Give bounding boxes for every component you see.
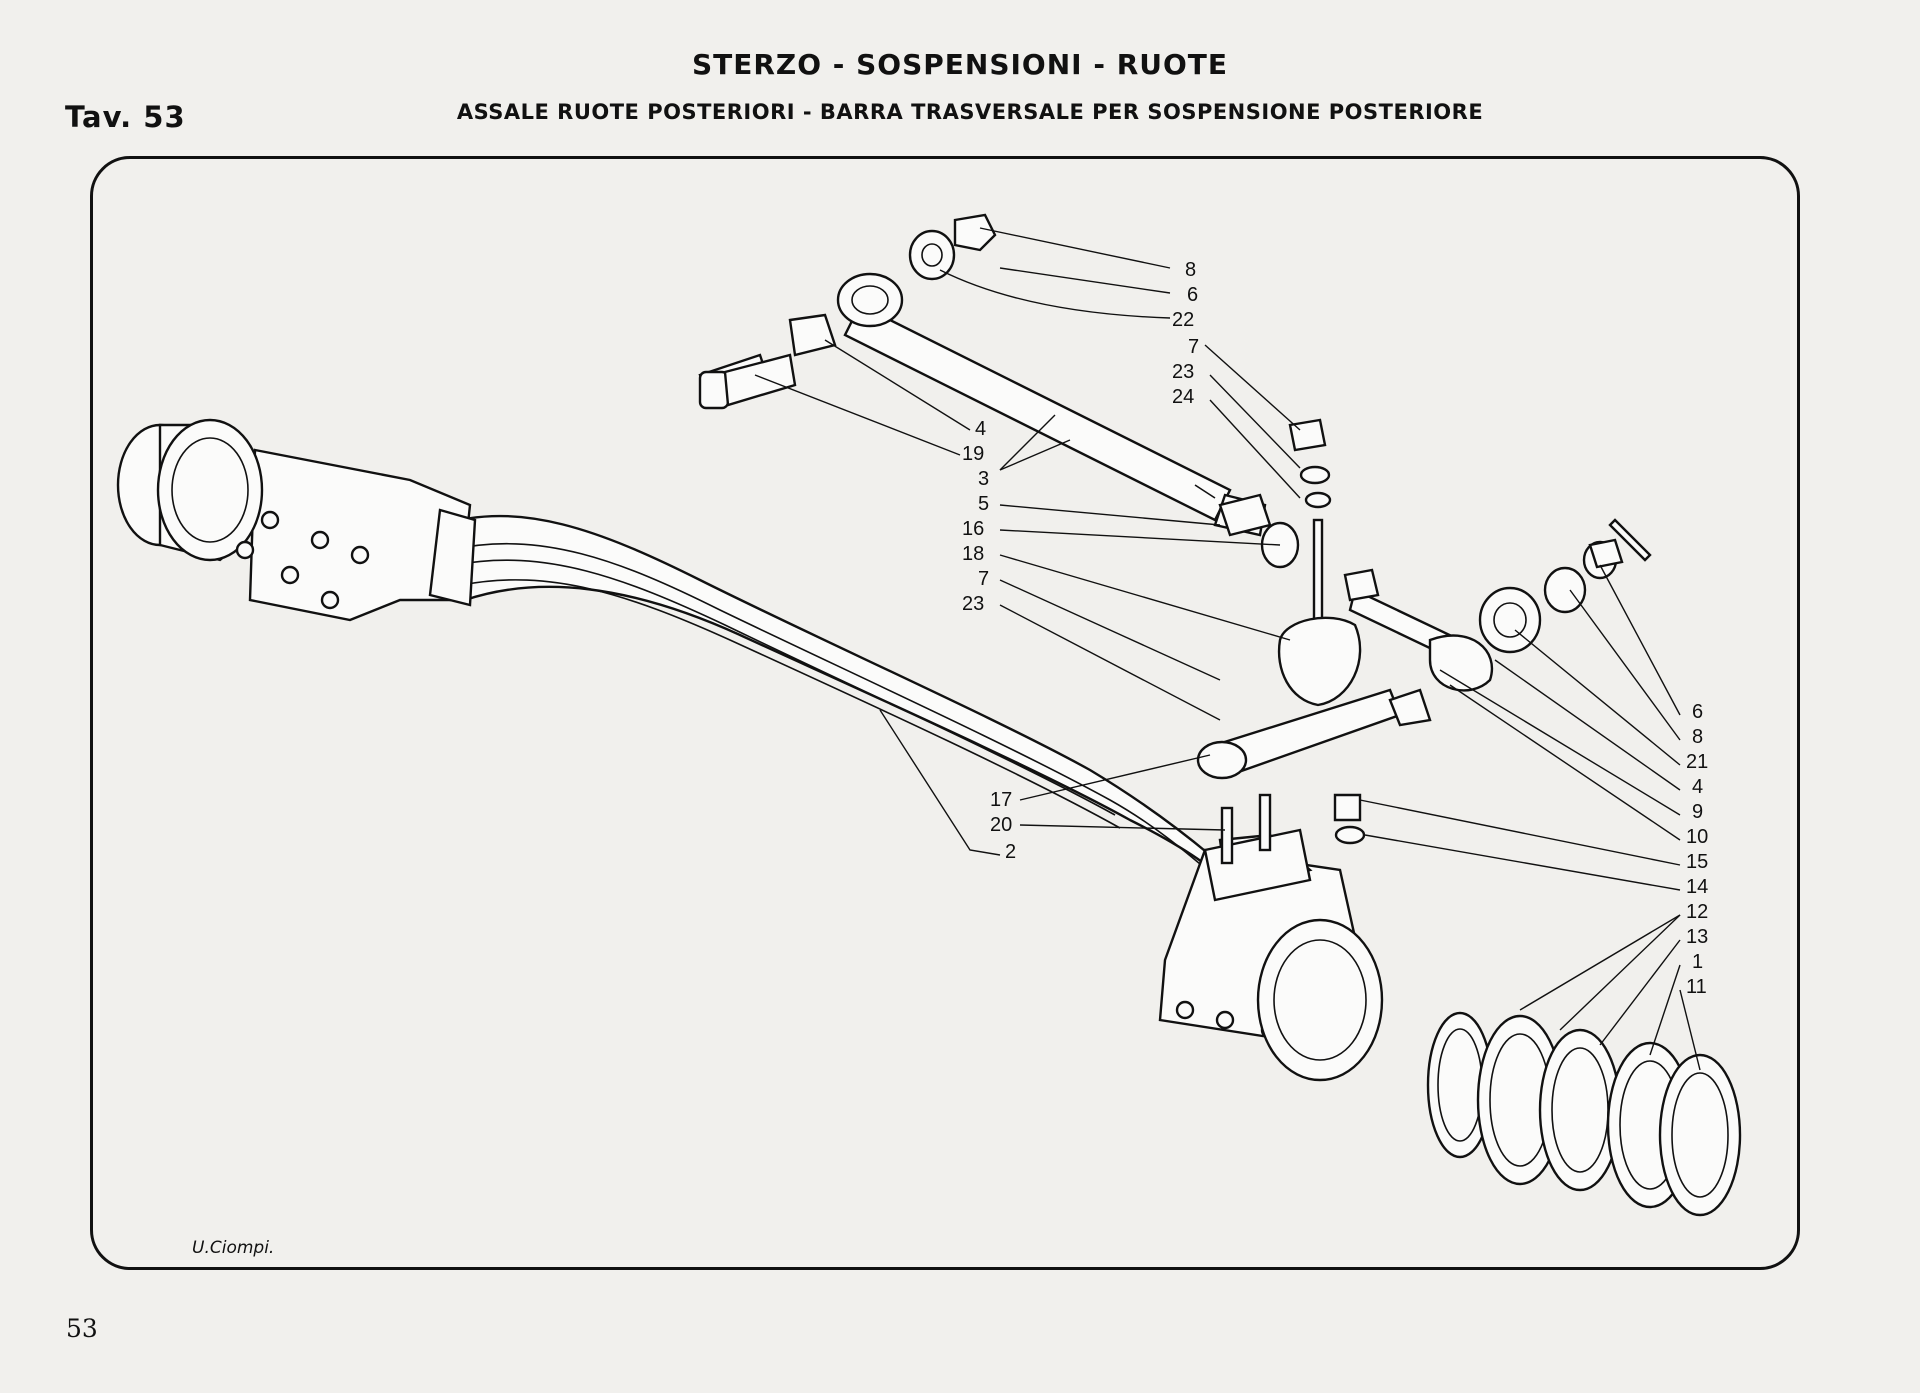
bearing-rings <box>1426 1011 1742 1217</box>
transverse-bar <box>836 272 1267 537</box>
callout-22: 22 <box>1172 309 1194 331</box>
page-subtitle: ASSALE RUOTE POSTERIORI - BARRA TRASVERS… <box>456 100 1484 124</box>
callout-4: 4 <box>975 418 986 440</box>
callout-16: 16 <box>962 518 984 540</box>
page-number: 53 <box>66 1314 98 1343</box>
callout-20: 20 <box>990 814 1012 836</box>
callout-5: 5 <box>978 493 989 515</box>
callout-1: 1 <box>1692 951 1703 973</box>
callout-23b: 23 <box>962 593 984 615</box>
callout-13: 13 <box>1686 926 1708 948</box>
plate-number: Tav. 53 <box>65 100 186 134</box>
callout-21: 21 <box>1686 751 1708 773</box>
page-title: STERZO - SOSPENSIONI - RUOTE <box>691 48 1229 81</box>
callout-11: 11 <box>1686 976 1707 998</box>
diagram-frame <box>90 156 1800 1270</box>
callout-23: 23 <box>1172 361 1194 383</box>
pin-bolt <box>698 353 797 410</box>
lower-link-arm <box>1196 688 1432 780</box>
callout-4b: 4 <box>1692 776 1703 798</box>
callout-10: 10 <box>1686 826 1708 848</box>
callout-labels: 8 6 22 7 23 24 4 19 3 5 16 18 7 23 6 8 2… <box>962 259 1708 998</box>
left-axle-hub <box>116 418 477 622</box>
callout-12: 12 <box>1686 901 1708 923</box>
callout-8b: 8 <box>1692 726 1703 748</box>
callout-7b: 7 <box>978 568 989 590</box>
callout-14: 14 <box>1686 876 1708 898</box>
callout-15: 15 <box>1686 851 1708 873</box>
leader-lines <box>754 227 1701 1071</box>
right-rod-group <box>1333 518 1652 845</box>
callout-3: 3 <box>978 468 989 490</box>
callout-8: 8 <box>1185 259 1196 281</box>
illustrator-signature: U.Ciompi. <box>192 1238 275 1258</box>
callout-2: 2 <box>1005 841 1016 863</box>
callout-18: 18 <box>962 543 984 565</box>
callout-17: 17 <box>990 789 1012 811</box>
right-axle-hub <box>1158 833 1384 1082</box>
callout-9: 9 <box>1692 801 1703 823</box>
callout-24: 24 <box>1172 386 1194 408</box>
axle-tube <box>438 514 1251 906</box>
callout-6: 6 <box>1187 284 1198 306</box>
callout-19: 19 <box>962 443 984 465</box>
axle-mounting-bracket <box>1203 793 1312 902</box>
bump-stop <box>1277 518 1362 707</box>
callout-7: 7 <box>1188 336 1199 358</box>
callout-6b: 6 <box>1692 701 1703 723</box>
